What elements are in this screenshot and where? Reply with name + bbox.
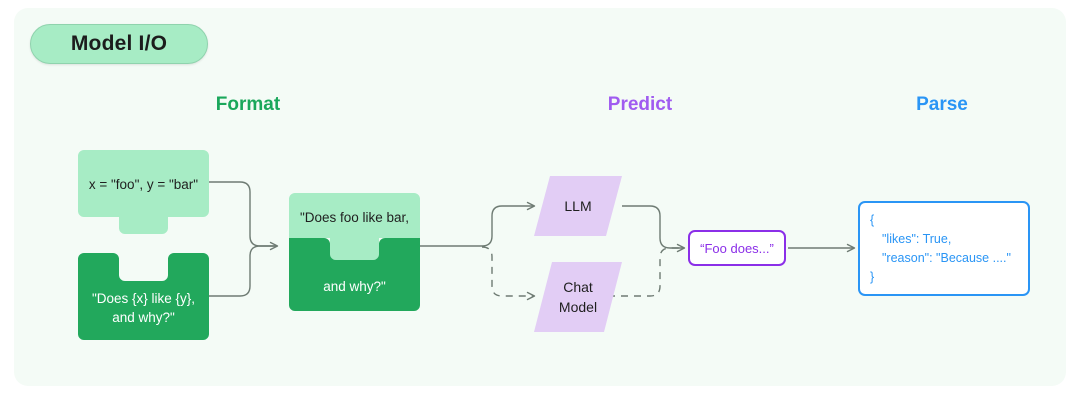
section-pill-label: Model I/O (70, 32, 168, 55)
puzzle-piece-combined-bottom-text: and why?" (323, 279, 386, 294)
puzzle-piece-input-values: x = "foo", y = "bar" (78, 150, 209, 234)
node-llm[interactable]: LLM (534, 176, 622, 236)
json-line-likes: "likes": True, (882, 232, 952, 246)
json-line-open: { (870, 213, 875, 227)
node-chat-model-line1: Chat (563, 279, 593, 295)
node-parsed-json[interactable]: { "likes": True, "reason": "Because ....… (858, 201, 1030, 296)
node-llm-label: LLM (564, 198, 592, 214)
section-pill-model-io: Model I/O (30, 24, 208, 64)
puzzle-piece-input-text: x = "foo", y = "bar" (88, 177, 199, 192)
node-model-output-text: “Foo does...” (700, 240, 774, 256)
node-chat-model-line2: Model (558, 299, 598, 315)
column-header-predict: Predict (607, 94, 673, 115)
column-header-parse: Parse (916, 94, 968, 115)
column-header-format: Format (215, 94, 281, 115)
puzzle-piece-prompt-template: "Does {x} like {y}, and why?" (78, 253, 209, 340)
puzzle-piece-formatted-prompt: "Does foo like bar, and why?" (289, 193, 420, 311)
json-line-close: } (870, 270, 875, 284)
node-chat-model[interactable]: Chat Model (534, 262, 622, 332)
node-model-output[interactable]: “Foo does...” (688, 230, 786, 266)
json-line-reason: "reason": "Because ...." (882, 251, 1011, 265)
puzzle-piece-combined-top-text: "Does foo like bar, (299, 210, 410, 225)
puzzle-piece-template-line2: and why?" (112, 310, 175, 325)
puzzle-piece-template-line1: "Does {x} like {y}, (91, 291, 196, 306)
